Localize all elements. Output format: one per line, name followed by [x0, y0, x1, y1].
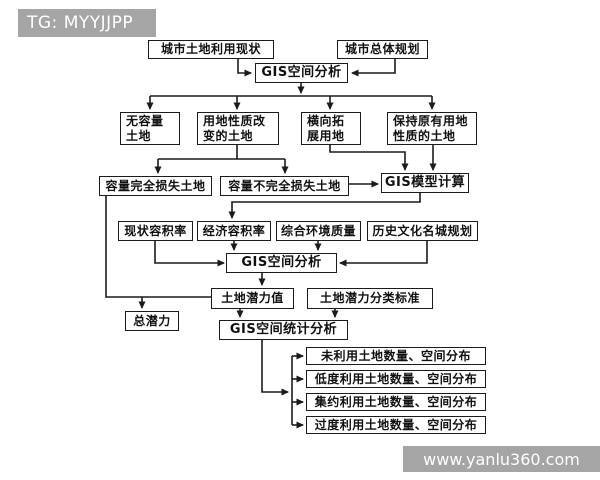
node-label: 未利用土地数量、空间分布	[320, 348, 471, 363]
node-no-capacity-land: 无容量 土地	[120, 112, 180, 145]
node-label: 无容量	[126, 114, 164, 129]
node-current-far: 现状容积率	[118, 221, 193, 241]
node-output-unused-land: 未利用土地数量、空间分布	[306, 347, 486, 365]
node-label: 集约利用土地数量、空间分布	[314, 394, 478, 409]
node-urban-master-plan: 城市总体规划	[337, 40, 428, 59]
node-output-low-use-land: 低度利用土地数量、空间分布	[306, 370, 486, 388]
watermark-site-url: www.yanlu360.com	[403, 446, 600, 472]
node-label: 容量不完全损失土地	[228, 178, 341, 193]
node-label: 土地潜力值	[221, 291, 284, 306]
node-label: 综合环境质量	[280, 223, 356, 238]
node-label: 过度利用土地数量、空间分布	[314, 417, 478, 432]
node-label: 用地性质改	[203, 114, 266, 129]
node-label: 经济容积率	[202, 223, 266, 238]
node-potential-classification-standard: 土地潜力分类标准	[307, 288, 433, 309]
node-lateral-expansion-land: 横向拓 展用地	[301, 112, 361, 145]
node-land-potential-value: 土地潜力值	[211, 288, 294, 309]
node-label: 低度利用土地数量、空间分布	[314, 371, 478, 386]
node-label: 横向拓	[307, 114, 345, 129]
watermark-top-left: TG: MYYJJPP	[18, 9, 156, 37]
node-urban-landuse-status: 城市土地利用现状	[148, 40, 274, 59]
node-economic-far: 经济容积率	[197, 221, 271, 241]
node-historic-city-plan: 历史文化名城规划	[367, 221, 478, 241]
node-label: 历史文化名城规划	[372, 223, 473, 238]
node-label: 变的土地	[203, 128, 254, 143]
node-gis-spatial-analysis-1: GIS空间分析	[255, 63, 348, 83]
node-label: 性质的土地	[393, 128, 456, 143]
node-label: GIS空间分析	[261, 65, 342, 81]
node-label: 城市土地利用现状	[160, 42, 261, 57]
node-label: 现状容积率	[124, 223, 187, 238]
node-total-potential: 总潜力	[125, 311, 179, 331]
node-comprehensive-env-quality: 综合环境质量	[276, 221, 361, 241]
node-label: 总潜力	[133, 313, 171, 328]
node-label: GIS空间统计分析	[229, 322, 338, 338]
node-capacity-partially-lost-land: 容量不完全损失土地	[220, 176, 349, 196]
node-label: GIS模型计算	[384, 175, 466, 191]
node-label: 土地	[126, 128, 152, 143]
node-keep-original-nature-land: 保持原有用地 性质的土地	[387, 112, 477, 145]
node-label: 保持原有用地	[393, 114, 469, 129]
node-label: 展用地	[307, 128, 345, 143]
node-label: 土地潜力分类标准	[319, 291, 420, 306]
node-gis-spatial-analysis-2: GIS空间分析	[226, 253, 337, 273]
node-gis-model-calculation: GIS模型计算	[381, 173, 469, 193]
node-label: 城市总体规划	[344, 42, 420, 57]
node-capacity-fully-lost-land: 容量完全损失土地	[99, 176, 212, 196]
node-nature-changed-land: 用地性质改 变的土地	[197, 112, 279, 145]
node-label: GIS空间分析	[241, 255, 322, 271]
node-output-intensive-use-land: 集约利用土地数量、空间分布	[306, 393, 486, 411]
node-output-over-use-land: 过度利用土地数量、空间分布	[306, 416, 486, 434]
node-label: 容量完全损失土地	[105, 178, 206, 193]
node-gis-spatial-statistical-analysis: GIS空间统计分析	[219, 320, 348, 340]
